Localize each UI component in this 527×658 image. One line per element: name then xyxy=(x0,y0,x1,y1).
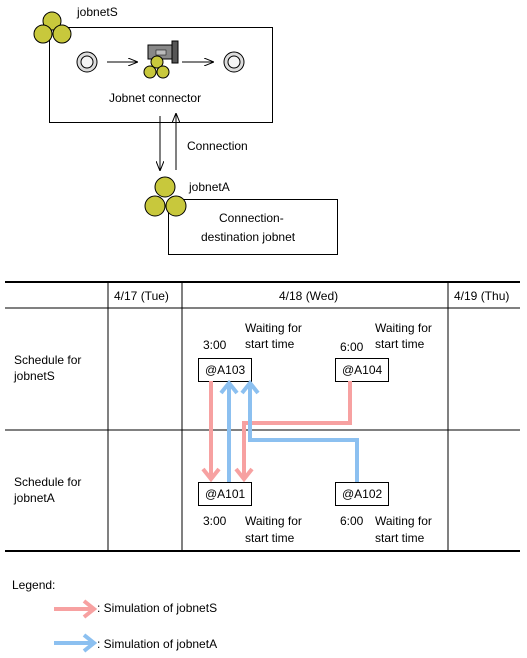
legend-title: Legend: xyxy=(12,578,56,592)
pink-arrow-a104-a101 xyxy=(234,381,352,483)
blue-arrow-a101-a103 xyxy=(219,379,239,482)
a-node-a101: @A101 xyxy=(198,482,253,506)
date-header-0417: 4/17 (Tue) xyxy=(114,289,169,303)
end-node-icon xyxy=(223,51,245,73)
jobnet-connector-label: Jobnet connector xyxy=(109,91,202,105)
date-header-0418: 4/18 (Wed) xyxy=(279,289,339,303)
legend-item-jobnetS: : Simulation of jobnetS xyxy=(97,601,218,615)
a-node-a101-time: 3:00 xyxy=(203,514,227,528)
legend-blue-arrow-icon xyxy=(54,633,98,653)
destination-label-line2: destination jobnet xyxy=(201,230,296,244)
start-node-icon xyxy=(76,51,98,73)
s-node-a103-wait1: Waiting for xyxy=(245,321,302,335)
a-node-a101-wait1: Waiting for xyxy=(245,514,302,528)
jobnetA-label: jobnetA xyxy=(189,180,230,194)
row-label-jobnetA-line2: jobnetA xyxy=(14,491,55,505)
legend-item-jobnetA: : Simulation of jobnetA xyxy=(97,637,218,651)
jobnetS-label: jobnetS xyxy=(77,5,118,19)
blue-arrow-a102-a103 xyxy=(240,379,359,482)
destination-label-line1: Connection- xyxy=(219,211,284,225)
a-node-a102-wait2: start time xyxy=(375,531,425,545)
date-header-0419: 4/19 (Thu) xyxy=(454,289,510,303)
row-label-jobnetS-line2: jobnetS xyxy=(14,369,55,383)
a-node-a101-wait2: start time xyxy=(245,531,295,545)
a-node-a102-time: 6:00 xyxy=(340,514,364,528)
s-node-a103-time: 3:00 xyxy=(203,338,227,352)
s-node-a103: @A103 xyxy=(198,358,253,382)
legend-pink-arrow-icon xyxy=(54,599,98,619)
connection-label: Connection xyxy=(187,139,248,153)
a-node-a102: @A102 xyxy=(335,482,390,506)
s-node-a104-wait2: start time xyxy=(375,337,425,351)
jobnetA-icon xyxy=(144,176,187,217)
jobnet-connector-icon xyxy=(143,40,179,79)
s-node-a104-time: 6:00 xyxy=(340,340,364,354)
pink-arrow-a103-a101 xyxy=(201,381,221,483)
row-label-jobnetA-line1: Schedule for xyxy=(14,475,82,489)
jobnetS-icon xyxy=(33,11,72,44)
s-node-a104: @A104 xyxy=(335,358,390,382)
row-label-jobnetS-line1: Schedule for xyxy=(14,353,82,367)
connection-destination-frame xyxy=(168,199,338,255)
s-node-a104-wait1: Waiting for xyxy=(375,321,432,335)
s-node-a103-wait2: start time xyxy=(245,337,295,351)
a-node-a102-wait1: Waiting for xyxy=(375,514,432,528)
